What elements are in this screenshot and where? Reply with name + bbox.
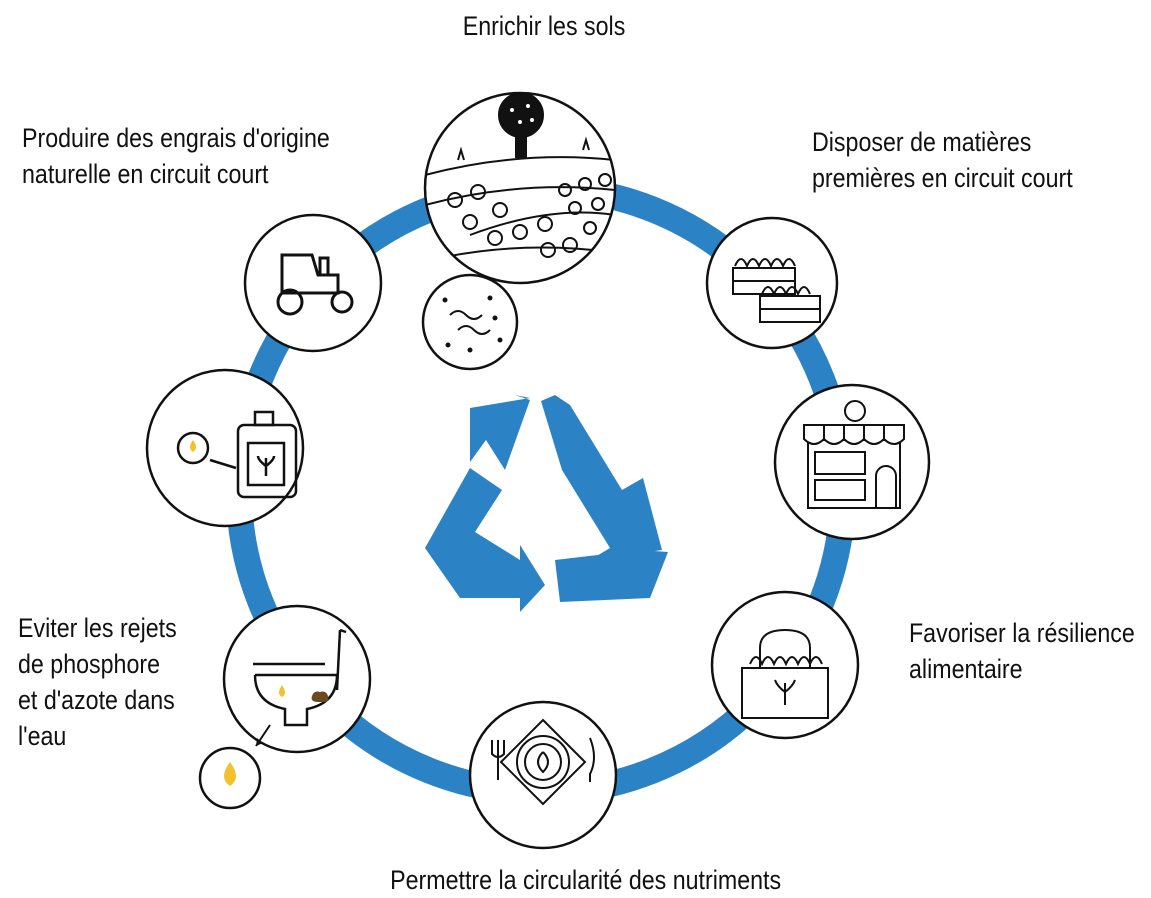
field-and-soil-icon (425, 93, 615, 261)
top-left-node (243, 213, 383, 353)
left-low-node (222, 604, 372, 754)
soil-worms-icon (442, 295, 503, 353)
bottom-node (468, 700, 618, 850)
bottom-right-node (710, 590, 860, 740)
nutrient-drop-can (190, 440, 196, 452)
soil-node (421, 273, 519, 371)
grocery-shop-icon (803, 400, 905, 509)
tractor-icon (276, 253, 354, 316)
label-favoriser-resilience: Favoriser la résilience alimentaire (909, 618, 1135, 684)
top-right-node (705, 216, 839, 350)
recycle-icon (425, 395, 668, 612)
shopping-bag-icon (741, 628, 829, 719)
nutrient-drop-small (279, 685, 285, 697)
label-produire-engrais: Produire des engrais d'origine naturelle… (22, 123, 330, 189)
label-disposer-matieres: Disposer de matières premières en circui… (812, 127, 1073, 193)
label-circularite-nutriments: Permettre la circularité des nutriments (390, 865, 782, 895)
plate-and-cutlery-icon (491, 718, 595, 806)
fertilizer-can-icon (176, 410, 298, 499)
left-node (145, 368, 305, 528)
label-eviter-rejets: Eviter les rejets de phosphore et d'azot… (18, 613, 177, 751)
toilet-icon (253, 628, 347, 727)
right-node (773, 383, 931, 541)
nutrient-drop-icon (224, 762, 236, 786)
waste-icon (311, 691, 329, 702)
node-circles (145, 91, 931, 850)
label-enrichir-les-sols: Enrichir les sols (462, 11, 626, 41)
raised-garden-beds-icon (732, 258, 821, 323)
